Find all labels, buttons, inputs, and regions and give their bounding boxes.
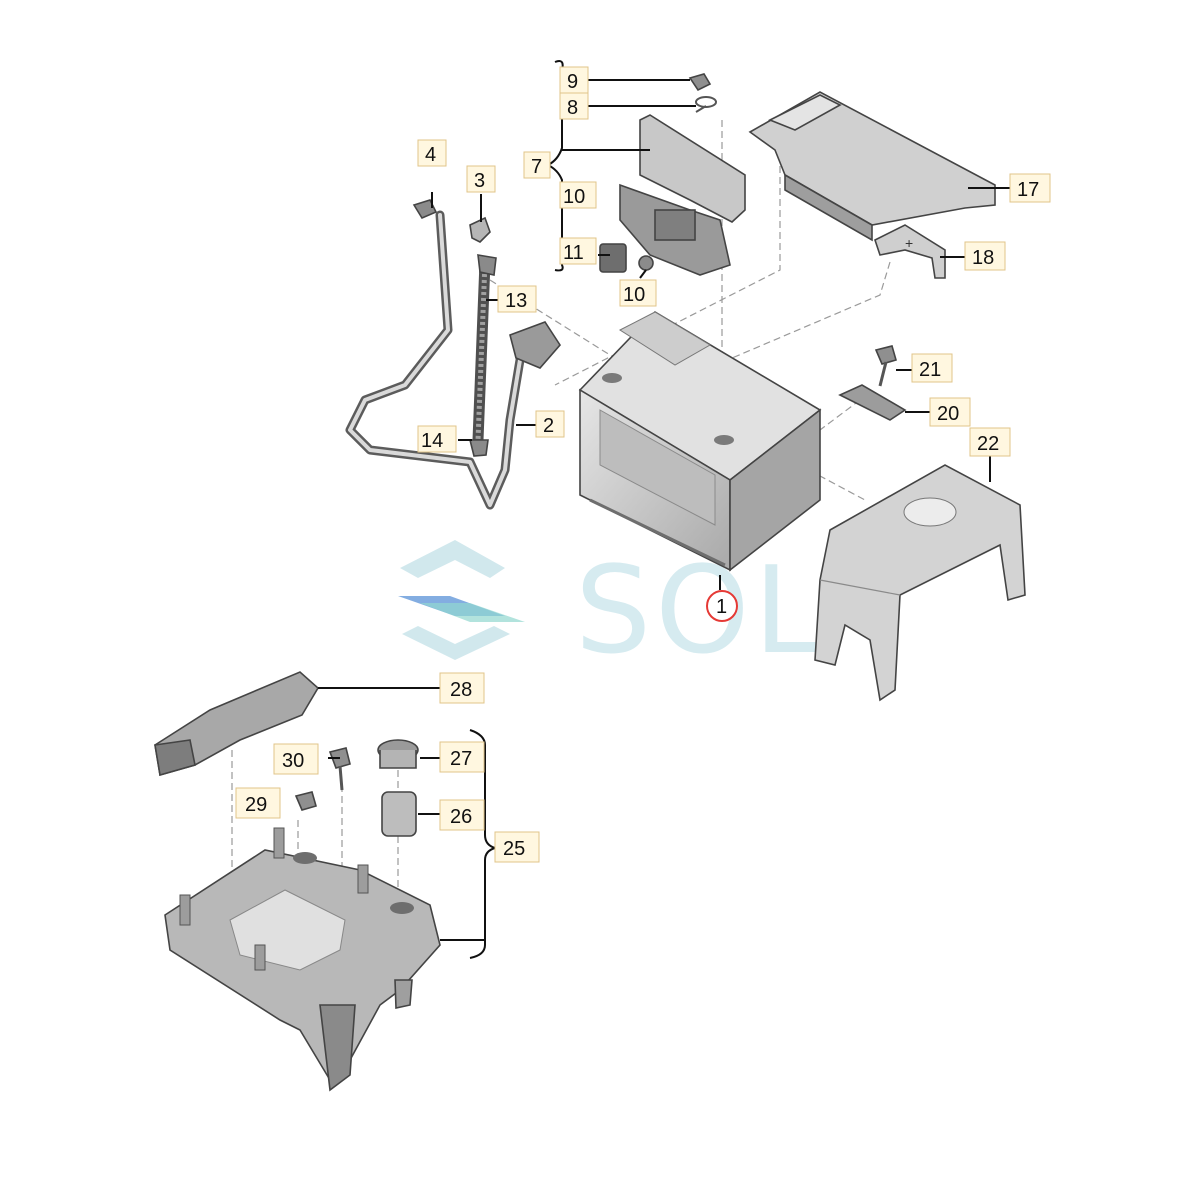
- callout-25: 25: [494, 831, 540, 863]
- part-11-connector: [599, 243, 627, 273]
- callout-label-30: 30: [282, 750, 304, 772]
- callout-18: 18: [964, 241, 1006, 271]
- callout-9: 9: [559, 66, 589, 94]
- callout-label-26: 26: [450, 806, 472, 828]
- callout-label-4: 4: [425, 144, 436, 166]
- part-28-bracket: [154, 671, 320, 777]
- part-27-bushing: [377, 739, 419, 769]
- callout-label-8: 8: [567, 97, 578, 119]
- leader-lines: [318, 60, 1010, 959]
- callout-7: 7: [523, 151, 551, 179]
- callout-label-2: 2: [543, 415, 554, 437]
- callout-label-20: 20: [937, 403, 959, 425]
- callout-20: 20: [929, 397, 971, 427]
- svg-text:+: +: [905, 235, 913, 251]
- part-10-nut: [638, 255, 654, 271]
- part-8-ring-terminal: [695, 96, 717, 113]
- callout-3: 3: [466, 165, 496, 193]
- watermark-text: SOL: [575, 542, 824, 681]
- callout-11: 11: [559, 237, 597, 265]
- callout-27: 27: [439, 741, 485, 773]
- part-1-battery: [578, 310, 822, 572]
- callout-10-lower: 10: [619, 279, 657, 307]
- part-7-fuse-box: [619, 114, 746, 276]
- part-29-nut: [294, 791, 317, 811]
- part-4-bolt: [412, 199, 438, 220]
- part-25-battery-tray: [164, 827, 441, 1092]
- callout-13: 13: [497, 285, 537, 313]
- callout-label-10-lower: 10: [623, 284, 645, 306]
- callout-label-3: 3: [474, 170, 485, 192]
- callout-label-17: 17: [1017, 179, 1039, 201]
- part-3-terminal-cap: [469, 216, 491, 243]
- part-14-bolt: [468, 439, 489, 457]
- callout-10-upper: 10: [559, 181, 597, 209]
- callout-label-27: 27: [450, 748, 472, 770]
- callout-label-29: 29: [245, 794, 267, 816]
- callout-2: 2: [535, 410, 565, 438]
- callout-label-25: 25: [503, 838, 525, 860]
- part-17-battery-top-cover: [748, 91, 996, 242]
- part-21-screw: [874, 345, 897, 387]
- part-18-terminal-bracket: +: [874, 224, 946, 279]
- callout-label-11: 11: [563, 242, 584, 264]
- callout-label-22: 22: [977, 433, 999, 455]
- callout-30: 30: [273, 743, 319, 775]
- part-2-negative-cable: [345, 210, 562, 510]
- callout-label-21: 21: [919, 359, 941, 381]
- callout-28: 28: [439, 672, 485, 704]
- callout-label-14: 14: [421, 430, 443, 452]
- part-20-hold-down-clamp: [838, 384, 907, 421]
- callout-label-9: 9: [567, 71, 578, 93]
- callout-21: 21: [911, 353, 953, 383]
- callout-4: 4: [417, 139, 447, 167]
- callout-label-28: 28: [450, 679, 472, 701]
- sol-watermark: SOL: [398, 540, 824, 681]
- callout-17: 17: [1009, 173, 1051, 203]
- part-9-nut: [688, 73, 712, 92]
- watermark-logo-icon: [398, 540, 525, 660]
- callout-1: 1: [706, 590, 738, 622]
- callout-8: 8: [559, 92, 589, 120]
- callout-label-7: 7: [531, 156, 542, 178]
- callout-label-18: 18: [972, 247, 994, 269]
- callout-29: 29: [235, 787, 281, 819]
- part-13-ground-strap: [472, 254, 497, 446]
- part-22-heat-shield: [814, 464, 1026, 702]
- callout-14: 14: [417, 425, 457, 453]
- part-30-screw: [328, 747, 351, 791]
- callout-label-10-upper: 10: [563, 186, 585, 208]
- callout-22: 22: [969, 427, 1011, 457]
- part-26-sleeve: [381, 791, 417, 837]
- callout-label-13: 13: [505, 290, 527, 312]
- callout-label-1: 1: [716, 596, 727, 618]
- callout-26: 26: [439, 799, 485, 831]
